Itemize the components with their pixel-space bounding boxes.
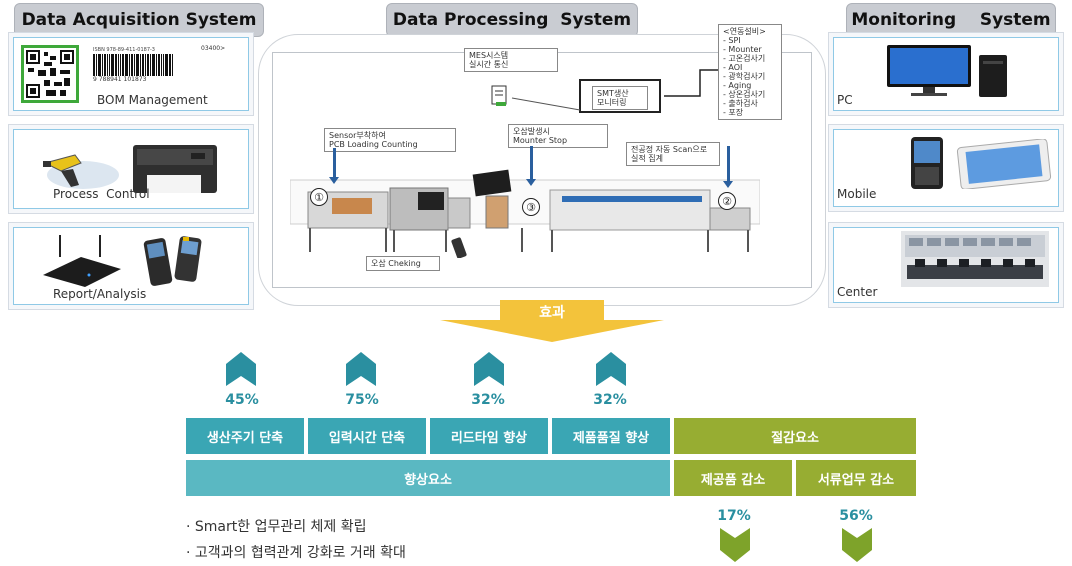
qr-code-icon (21, 45, 79, 103)
pct-wip: 17% (717, 508, 751, 524)
barcode-scanner-icon (43, 154, 119, 189)
bar-leadtime: 리드타임 향상 (430, 418, 548, 454)
arrow-scan (723, 146, 733, 188)
panel-process-control: Process Control (8, 124, 254, 214)
tablet-icon (956, 139, 1052, 189)
desktop-pc-icon (887, 45, 1007, 97)
up-arrow-icon (596, 352, 626, 386)
panel-label-pc: PC (837, 93, 853, 107)
tag-sensor: Sensor부착하여 PCB Loading Counting (324, 128, 456, 152)
pct-paperwork: 56% (839, 508, 873, 524)
arrow-sensor (329, 148, 339, 184)
pct-quality: 32% (593, 392, 627, 408)
pct-cycle: 45% (225, 392, 259, 408)
up-arrow-icon (226, 352, 256, 386)
effect-arrow (440, 300, 664, 342)
panel-pc: PC (828, 32, 1064, 116)
panel-report: Report/Analysis (8, 222, 254, 310)
down-arrow-icon (720, 528, 750, 562)
effect-label: 효과 (539, 305, 565, 321)
panel-label-report: Report/Analysis (53, 287, 147, 301)
panel-label-bom: BOM Management (97, 93, 208, 107)
header-monitoring: Monitoring System (846, 3, 1056, 37)
down-arrow-icon (842, 528, 872, 562)
production-line-illustration (290, 169, 760, 258)
tag-error: 오삽발생시 Mounter Stop (508, 124, 608, 148)
control-center-icon (901, 231, 1049, 287)
panel-label-mobile: Mobile (837, 187, 877, 201)
bar-improvement-group: 향상요소 (186, 460, 670, 496)
smartphone-icon (911, 137, 943, 189)
label-printer-icon (133, 145, 217, 193)
bar-cycle: 생산주기 단축 (186, 418, 304, 454)
panel-label-process: Process Control (53, 187, 150, 201)
panel-bom: ISBN 978-89-411-0187-3 9 788941 101873 0… (8, 32, 254, 116)
bullet-2: · 고객과의 협력관계 강화로 거래 확대 (186, 545, 406, 561)
bar-quality: 제품품질 향상 (552, 418, 670, 454)
barcode-ext-label: 03400> (201, 45, 226, 52)
bullet-1: · Smart한 업무관리 체제 확립 (186, 519, 367, 535)
monitor-icon (579, 79, 661, 113)
bar-wip: 제공품 감소 (674, 460, 792, 496)
panel-label-center: Center (837, 285, 878, 299)
bar-input: 입력시간 단축 (308, 418, 426, 454)
pct-input: 75% (345, 392, 379, 408)
bar-savings-group: 절감요소 (674, 418, 916, 454)
tag-scan: 전공정 자동 Scan으로 실적 집계 (626, 142, 720, 166)
bar-paperwork: 서류업무 감소 (796, 460, 916, 496)
panel-mobile: Mobile (828, 124, 1064, 212)
document-icon (491, 85, 507, 106)
handheld-terminal-icon (143, 236, 202, 286)
tag-mes: MES시스템 실시간 통신 (464, 48, 558, 72)
panel-center: Center (828, 222, 1064, 308)
pct-leadtime: 32% (471, 392, 505, 408)
header-processing: Data Processing System (386, 3, 638, 37)
up-arrow-icon (346, 352, 376, 386)
tag-smt: SMT생산 모니터링 (592, 86, 648, 110)
tag-equipment: <연동설비> - SPI - Mounter - 고온검사기 - AOI - 광… (718, 24, 782, 120)
header-acquisition: Data Acquisition System (14, 3, 264, 37)
up-arrow-icon (474, 352, 504, 386)
barcode-icon: ISBN 978-89-411-0187-3 9 788941 101873 (93, 47, 201, 83)
step-1: ① (310, 188, 328, 206)
step-3: ③ (522, 198, 540, 216)
router-icon (43, 235, 121, 287)
tag-check: 오삽 Cheking (366, 256, 440, 271)
arrow-error (526, 146, 536, 186)
step-2: ② (718, 192, 736, 210)
